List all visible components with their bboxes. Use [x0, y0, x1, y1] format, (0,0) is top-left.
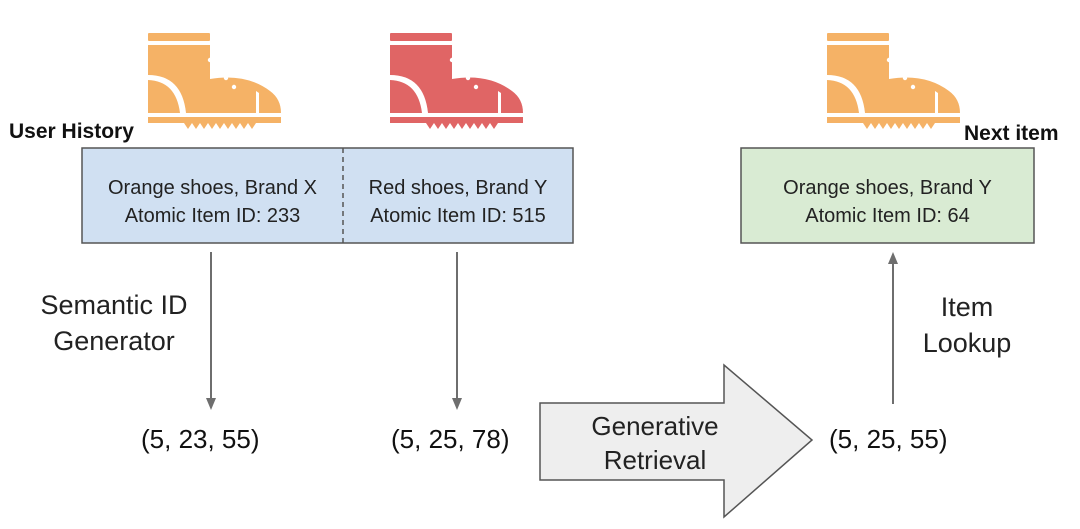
- down-arrow-2: [452, 252, 462, 410]
- history-box: [81, 147, 574, 244]
- user-history-label: User History: [9, 120, 134, 143]
- orange-boot-icon: [148, 33, 281, 129]
- history-item-1-atomic-id: Atomic Item ID: 233: [124, 205, 301, 227]
- semantic-id-generator-line1: Semantic ID: [40, 290, 188, 320]
- generative-retrieval-line2: Retrieval: [603, 445, 707, 475]
- orange-boot-icon: [827, 33, 960, 129]
- next-item: Orange shoes, Brand Y Atomic Item ID: 64: [741, 174, 1034, 230]
- next-item-label: Next item: [964, 122, 1059, 145]
- history-item-2-atomic-id: Atomic Item ID: 515: [370, 205, 546, 227]
- semantic-id-tuple-3: (5, 25, 55): [829, 424, 948, 454]
- semantic-id-tuple-1: (5, 23, 55): [141, 424, 260, 454]
- down-arrow-1: [206, 252, 216, 410]
- item-lookup-line1: Item: [940, 292, 994, 322]
- red-boot-icon: [390, 33, 523, 129]
- next-item-atomic-id: Atomic Item ID: 64: [805, 205, 970, 227]
- semantic-id-tuple-2: (5, 25, 78): [391, 424, 510, 454]
- history-item-1-description: Orange shoes, Brand X: [107, 177, 317, 199]
- item-lookup-label: Item Lookup: [905, 289, 1029, 361]
- item-lookup-line2: Lookup: [922, 328, 1012, 358]
- generative-retrieval-arrow: [539, 363, 814, 519]
- history-item-1: Orange shoes, Brand X Atomic Item ID: 23…: [82, 174, 343, 230]
- semantic-id-generator-label: Semantic ID Generator: [20, 287, 208, 359]
- semantic-id-generator-line2: Generator: [53, 326, 175, 356]
- next-item-description: Orange shoes, Brand Y: [783, 177, 992, 199]
- next-item-box: [740, 147, 1035, 244]
- history-item-2: Red shoes, Brand Y Atomic Item ID: 515: [343, 174, 573, 230]
- up-arrow: [888, 252, 898, 404]
- generative-retrieval-line1: Generative: [591, 411, 719, 441]
- history-item-2-description: Red shoes, Brand Y: [368, 177, 548, 199]
- generative-retrieval-label: Generative Retrieval: [565, 409, 745, 477]
